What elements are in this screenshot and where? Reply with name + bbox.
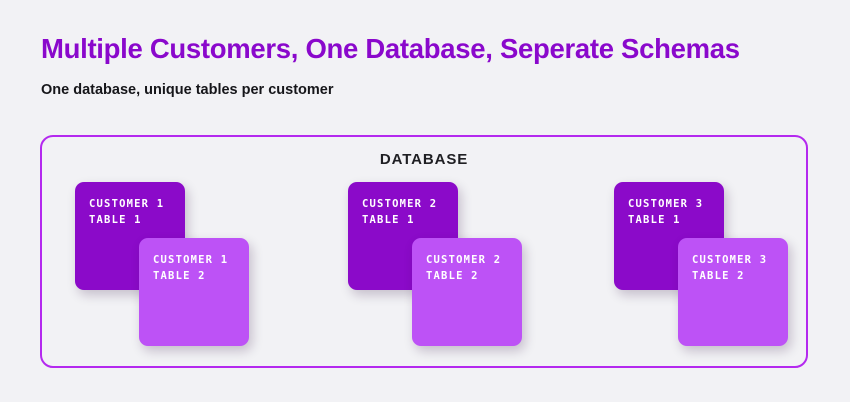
- customer-group-3: CUSTOMER 3 TABLE 1 CUSTOMER 3 TABLE 2: [614, 182, 821, 346]
- card-line-customer: CUSTOMER 2: [362, 198, 438, 210]
- card-line-table: TABLE 2: [426, 270, 479, 283]
- card-line-table: TABLE 1: [89, 214, 142, 227]
- card-customer-3-table-2: CUSTOMER 3 TABLE 2: [678, 238, 788, 346]
- card-customer-2-table-2: CUSTOMER 2 TABLE 2: [412, 238, 522, 346]
- card-line-table: TABLE 2: [692, 270, 745, 283]
- card-line-table: TABLE 2: [153, 270, 206, 283]
- customer-group-2: CUSTOMER 2 TABLE 1 CUSTOMER 2 TABLE 2: [348, 182, 555, 346]
- card-line-table: TABLE 1: [362, 214, 415, 227]
- card-line-customer: CUSTOMER 2: [426, 254, 502, 266]
- customer-group-1: CUSTOMER 1 TABLE 1 CUSTOMER 1 TABLE 2: [75, 182, 282, 346]
- page-title: Multiple Customers, One Database, Sepera…: [41, 33, 740, 64]
- card-customer-1-table-2: CUSTOMER 1 TABLE 2: [139, 238, 249, 346]
- card-line-customer: CUSTOMER 1: [89, 198, 165, 210]
- card-line-customer: CUSTOMER 3: [628, 198, 704, 210]
- card-line-customer: CUSTOMER 1: [153, 254, 229, 266]
- card-customer-1-table-1: CUSTOMER 1 TABLE 1: [75, 182, 185, 290]
- card-line-table: TABLE 1: [628, 214, 681, 227]
- database-label: DATABASE: [379, 151, 469, 168]
- database-container: DATABASE CUSTOMER 1 TABLE 1 CUSTOMER 1 T…: [40, 135, 808, 368]
- page-subtitle: One database, unique tables per customer: [41, 82, 334, 98]
- card-line-customer: CUSTOMER 3: [692, 254, 768, 266]
